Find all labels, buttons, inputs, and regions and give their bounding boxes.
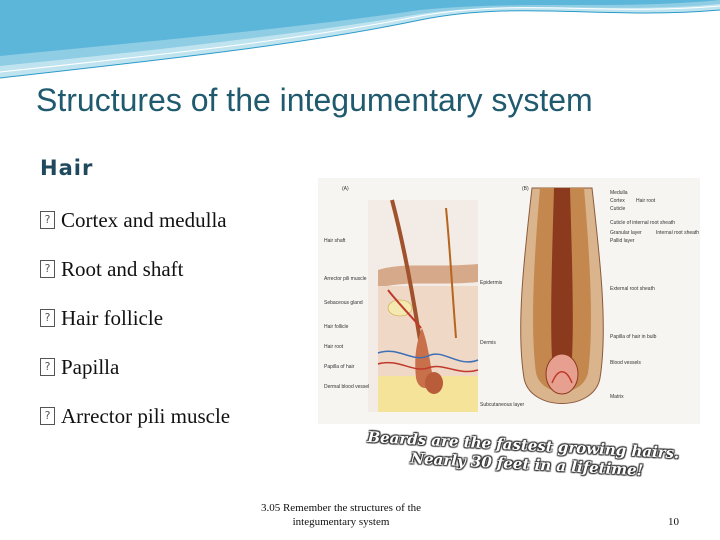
- page-number: 10: [668, 516, 679, 528]
- label-cuticle-internal: Cuticle of internal root sheath: [610, 220, 675, 226]
- label-matrix: Matrix: [610, 394, 624, 400]
- bullet-icon: ?: [40, 358, 55, 376]
- list-item: ? Cortex and medulla: [40, 208, 230, 257]
- label-granular-layer: Granular layer: [610, 230, 642, 236]
- label-cuticle: Cuticle: [610, 206, 626, 212]
- label-subcutaneous: Subcutaneous layer: [480, 402, 525, 408]
- fun-fact-caption: Beards are the fastest growing hairs. Ne…: [366, 428, 708, 484]
- label-pallid-layer: Pallid layer: [610, 238, 635, 244]
- panel-a-label: (A): [342, 186, 349, 192]
- label-dermal-vessel: Dermal blood vessel: [324, 384, 369, 390]
- bullet-text: Hair follicle: [61, 306, 164, 330]
- bullet-text: Cortex and medulla: [61, 208, 227, 232]
- label-papilla: Papilla of hair: [324, 364, 355, 370]
- label-arrector-pili: Arrector pili muscle: [324, 276, 367, 282]
- label-hair-root: Hair root: [324, 344, 344, 350]
- label-papilla-bulb: Papilla of hair in bulb: [610, 334, 657, 340]
- label-blood-vessels: Blood vessels: [610, 360, 641, 366]
- slide-footer: 3.05 Remember the structures of the inte…: [260, 502, 422, 528]
- section-heading: Hair: [40, 156, 94, 180]
- header-wave-decoration: [0, 0, 720, 79]
- label-dermis: Dermis: [480, 340, 496, 346]
- label-external-root-sheath: External root sheath: [610, 286, 655, 292]
- label-medulla: Medulla: [610, 190, 628, 196]
- bullet-icon: ?: [40, 260, 55, 278]
- label-cortex: Cortex: [610, 198, 625, 204]
- bullet-text: Arrector pili muscle: [61, 404, 231, 428]
- label-hair-root-b: Hair root: [636, 198, 656, 204]
- bullet-icon: ?: [40, 211, 55, 229]
- list-item: ? Papilla: [40, 355, 230, 404]
- list-item: ? Arrector pili muscle: [40, 404, 230, 453]
- bullet-text: Papilla: [61, 355, 120, 379]
- label-hair-follicle: Hair follicle: [324, 324, 349, 330]
- slide-title: Structures of the integumentary system: [36, 82, 593, 118]
- bullet-icon: ?: [40, 309, 55, 327]
- label-epidermis: Epidermis: [480, 280, 503, 286]
- label-hair-shaft: Hair shaft: [324, 238, 346, 244]
- list-item: ? Hair follicle: [40, 306, 230, 355]
- hair-anatomy-illustration: (A) Hair shaft Arrector pili muscle Seba…: [318, 178, 700, 424]
- bullet-icon: ?: [40, 407, 55, 425]
- bullet-text: Root and shaft: [61, 257, 184, 281]
- panel-b-label: (B): [522, 186, 529, 192]
- list-item: ? Root and shaft: [40, 257, 230, 306]
- label-internal-root-sheath: Internal root sheath: [656, 230, 699, 236]
- bullet-list: ? Cortex and medulla ? Root and shaft ? Hai…: [40, 208, 230, 453]
- label-sebaceous-gland: Sebaceous gland: [324, 300, 363, 306]
